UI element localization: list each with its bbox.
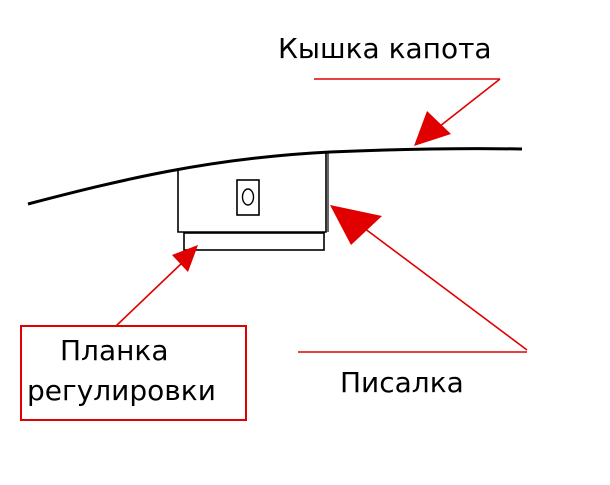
hood-lid-curve [27, 147, 523, 206]
adjustment-plate-label-box [20, 325, 247, 421]
hood-lid-label: Кышка капота [278, 32, 492, 65]
hood-lid-arrow-shaft [434, 78, 501, 131]
adjustment-plate [183, 232, 325, 251]
plate-arrowhead [172, 245, 198, 272]
writer-oval [241, 188, 255, 206]
writer-label: Писалка [340, 366, 464, 399]
hood-lid-arrowhead [414, 111, 451, 146]
adjustment-plate-label-line1: Планка [60, 334, 169, 367]
writer-arrowhead [330, 205, 382, 245]
writer-body [177, 152, 327, 233]
adjustment-plate-label-line2: регулировки [27, 374, 216, 407]
plate-arrow-shaft [115, 261, 184, 327]
writer-arrow-shaft [359, 224, 528, 351]
writer-window [236, 179, 260, 216]
